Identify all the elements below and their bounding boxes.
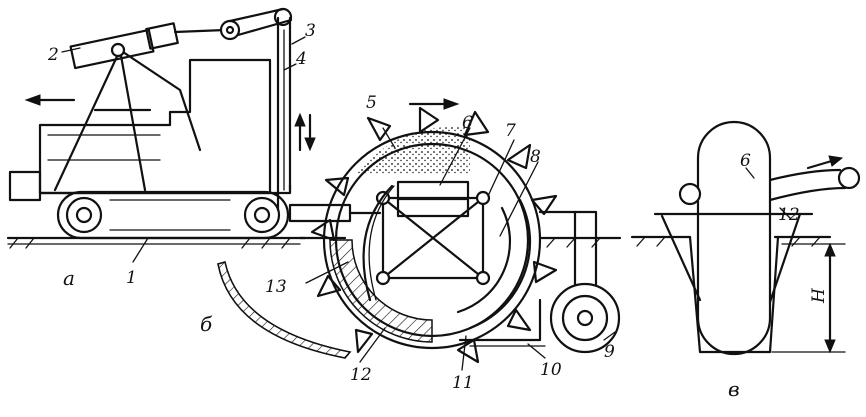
trench-section (630, 235, 832, 354)
tractor-body (8, 58, 292, 202)
view-label-a: а (63, 266, 75, 290)
leader-lines (61, 36, 791, 371)
inner-ring-11 (456, 198, 532, 330)
callout-12-section: 12 (778, 205, 800, 225)
section-conveyor-6 (678, 155, 861, 206)
ground-line-main (6, 236, 307, 249)
cable-pulleys (219, 7, 293, 41)
boom-frame (53, 48, 202, 192)
discharge-chute-13 (362, 184, 395, 302)
conveyor-6 (396, 180, 470, 218)
arrow-left-travel (24, 94, 76, 106)
drawbar (288, 203, 382, 223)
support-wheel-9 (538, 210, 621, 354)
detached-blade-b (217, 260, 352, 359)
cutter-10 (458, 298, 546, 347)
section-shields-12 (653, 212, 814, 304)
callout-1: 1 (126, 268, 137, 288)
callout-2: 2 (47, 45, 59, 65)
callout-12: 12 (350, 365, 372, 385)
callout-5: 5 (366, 93, 377, 113)
bucket-teeth (310, 106, 558, 364)
soil-fill-5 (355, 126, 470, 175)
callout-13: 13 (265, 277, 287, 297)
callout-7: 7 (505, 121, 516, 141)
hydraulic-cylinder-2 (69, 22, 227, 70)
section-wheel (696, 120, 772, 356)
tracked-undercarriage (56, 190, 290, 240)
ground-line-wheel (298, 236, 622, 248)
callout-6-section: 6 (740, 151, 751, 171)
callout-10: 10 (540, 360, 562, 380)
view-label-v: в (728, 377, 740, 401)
callout-4: 4 (295, 49, 307, 69)
arrow-right-travel (408, 98, 460, 110)
dimension-label-h: H (809, 287, 829, 304)
callout-9: 9 (604, 342, 615, 362)
dimension-h (771, 242, 846, 354)
mast-3-4 (276, 16, 292, 212)
callout-8: 8 (530, 147, 541, 167)
callout-6: 6 (462, 113, 473, 133)
view-label-b: б (200, 312, 213, 336)
inner-frame-7-8 (375, 190, 491, 286)
callout-3: 3 (305, 21, 316, 41)
arrow-vertical-lift (294, 112, 316, 152)
hatched-shield-12 (329, 239, 433, 343)
callout-11: 11 (452, 373, 474, 393)
